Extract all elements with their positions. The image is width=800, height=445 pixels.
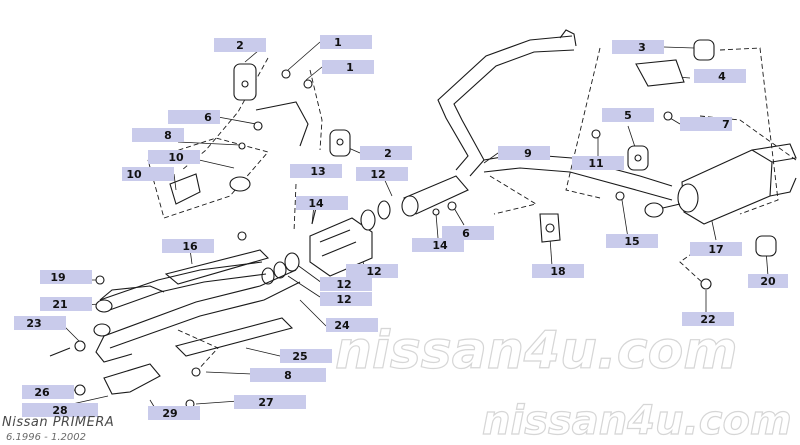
callout-21: 21 <box>40 297 92 311</box>
callout-12: 12 <box>346 264 398 278</box>
callout-1: 1 <box>322 60 374 74</box>
callout-1: 1 <box>320 35 372 49</box>
svg-text:12: 12 <box>370 168 385 181</box>
svg-text:8: 8 <box>164 129 172 142</box>
watermark-corner: nissan4u.com <box>482 398 792 444</box>
callout-5: 5 <box>602 108 654 122</box>
svg-text:16: 16 <box>182 240 198 253</box>
dashed-assembly-lines <box>147 47 797 373</box>
svg-text:7: 7 <box>722 118 730 131</box>
svg-text:1: 1 <box>346 61 354 74</box>
svg-text:1: 1 <box>334 36 342 49</box>
callout-4: 4 <box>694 69 746 83</box>
callout-14: 14 <box>296 196 348 210</box>
callout-19: 19 <box>40 270 92 284</box>
callout-7: 7 <box>680 117 732 131</box>
svg-text:28: 28 <box>52 404 67 417</box>
svg-text:10: 10 <box>168 151 184 164</box>
callout-6: 6 <box>442 226 494 240</box>
callout-2: 2 <box>360 146 412 160</box>
model-name: Nissan PRIMERA <box>2 415 114 430</box>
svg-text:12: 12 <box>336 278 351 291</box>
svg-text:25: 25 <box>292 350 307 363</box>
callout-15: 15 <box>606 234 658 248</box>
svg-text:2: 2 <box>236 39 244 52</box>
callout-24: 24 <box>326 318 378 332</box>
svg-text:13: 13 <box>310 165 325 178</box>
callout-11: 11 <box>572 156 624 170</box>
callout-12: 12 <box>320 277 372 291</box>
svg-text:22: 22 <box>700 313 715 326</box>
svg-text:27: 27 <box>258 396 273 409</box>
svg-text:24: 24 <box>334 319 350 332</box>
svg-text:9: 9 <box>524 147 532 160</box>
callout-23: 23 <box>14 316 66 330</box>
model-date-range: 6.1996 - 1.2002 <box>6 432 86 443</box>
svg-text:14: 14 <box>432 239 448 252</box>
svg-text:26: 26 <box>34 386 50 399</box>
callout-17: 17 <box>690 242 742 256</box>
svg-text:2: 2 <box>384 147 392 160</box>
callout-3: 3 <box>612 40 664 54</box>
svg-text:8: 8 <box>284 369 292 382</box>
svg-text:6: 6 <box>204 111 212 124</box>
callout-6: 6 <box>168 110 220 124</box>
callout-8: 8 <box>250 368 326 382</box>
callout-13: 13 <box>290 164 342 178</box>
callout-28: 28 <box>22 403 98 417</box>
callout-14: 14 <box>412 238 464 252</box>
svg-text:17: 17 <box>708 243 723 256</box>
callout-18: 18 <box>532 264 584 278</box>
svg-text:21: 21 <box>52 298 67 311</box>
svg-text:29: 29 <box>162 407 177 420</box>
callout-8: 8 <box>132 128 184 142</box>
svg-text:15: 15 <box>624 235 639 248</box>
callout-26: 26 <box>22 385 74 399</box>
callout-12: 12 <box>320 292 372 306</box>
svg-text:6: 6 <box>462 227 470 240</box>
callout-9: 9 <box>498 146 550 160</box>
watermark-center: nissan4u.com <box>335 321 738 381</box>
svg-text:19: 19 <box>50 271 65 284</box>
svg-text:14: 14 <box>308 197 324 210</box>
callout-labels: 2 1 1 6 8 10 10 13 <box>14 35 788 420</box>
callout-12: 12 <box>356 167 408 181</box>
callout-25: 25 <box>280 349 332 363</box>
svg-text:10: 10 <box>126 168 142 181</box>
svg-text:12: 12 <box>366 265 381 278</box>
callout-10: 10 <box>122 167 174 181</box>
svg-text:4: 4 <box>718 70 726 83</box>
svg-text:23: 23 <box>26 317 41 330</box>
callout-27: 27 <box>234 395 306 409</box>
callout-16: 16 <box>162 239 214 253</box>
callout-10: 10 <box>148 150 200 164</box>
svg-text:12: 12 <box>336 293 351 306</box>
svg-text:5: 5 <box>624 109 632 122</box>
svg-text:3: 3 <box>638 41 646 54</box>
svg-text:18: 18 <box>550 265 565 278</box>
callout-2: 2 <box>214 38 266 52</box>
svg-text:11: 11 <box>588 157 603 170</box>
svg-text:20: 20 <box>760 275 776 288</box>
callout-22: 22 <box>682 312 734 326</box>
callout-20: 20 <box>748 274 788 288</box>
callout-29: 29 <box>148 406 200 420</box>
